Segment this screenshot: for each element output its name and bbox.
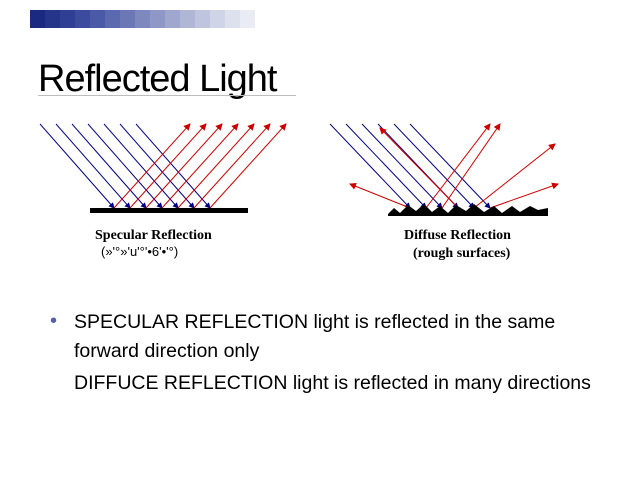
bullet-list: • SPECULAR REFLECTION light is reflected… [50, 308, 620, 398]
bullet-dot: • [50, 310, 58, 332]
reflection-diagram [39, 123, 559, 216]
specular-caption: Specular Reflection [95, 228, 212, 243]
diffuse-subcaption: (rough surfaces) [413, 246, 511, 261]
specular-diagram [39, 123, 287, 213]
diffuse-caption: Diffuse Reflection [404, 228, 511, 243]
title-underline [38, 95, 296, 96]
diffuse-diagram [329, 123, 559, 216]
specular-subcaption: (»'°»'u'°'•6'•'°) [101, 244, 179, 259]
bullet-diffuse: DIFFUCE REFLECTION light is reflected in… [74, 372, 591, 394]
title-accent-bar [30, 10, 255, 28]
page-title: Reflected Light [38, 58, 277, 100]
bullet-specular: SPECULAR REFLECTION light is reflected i… [74, 311, 556, 362]
